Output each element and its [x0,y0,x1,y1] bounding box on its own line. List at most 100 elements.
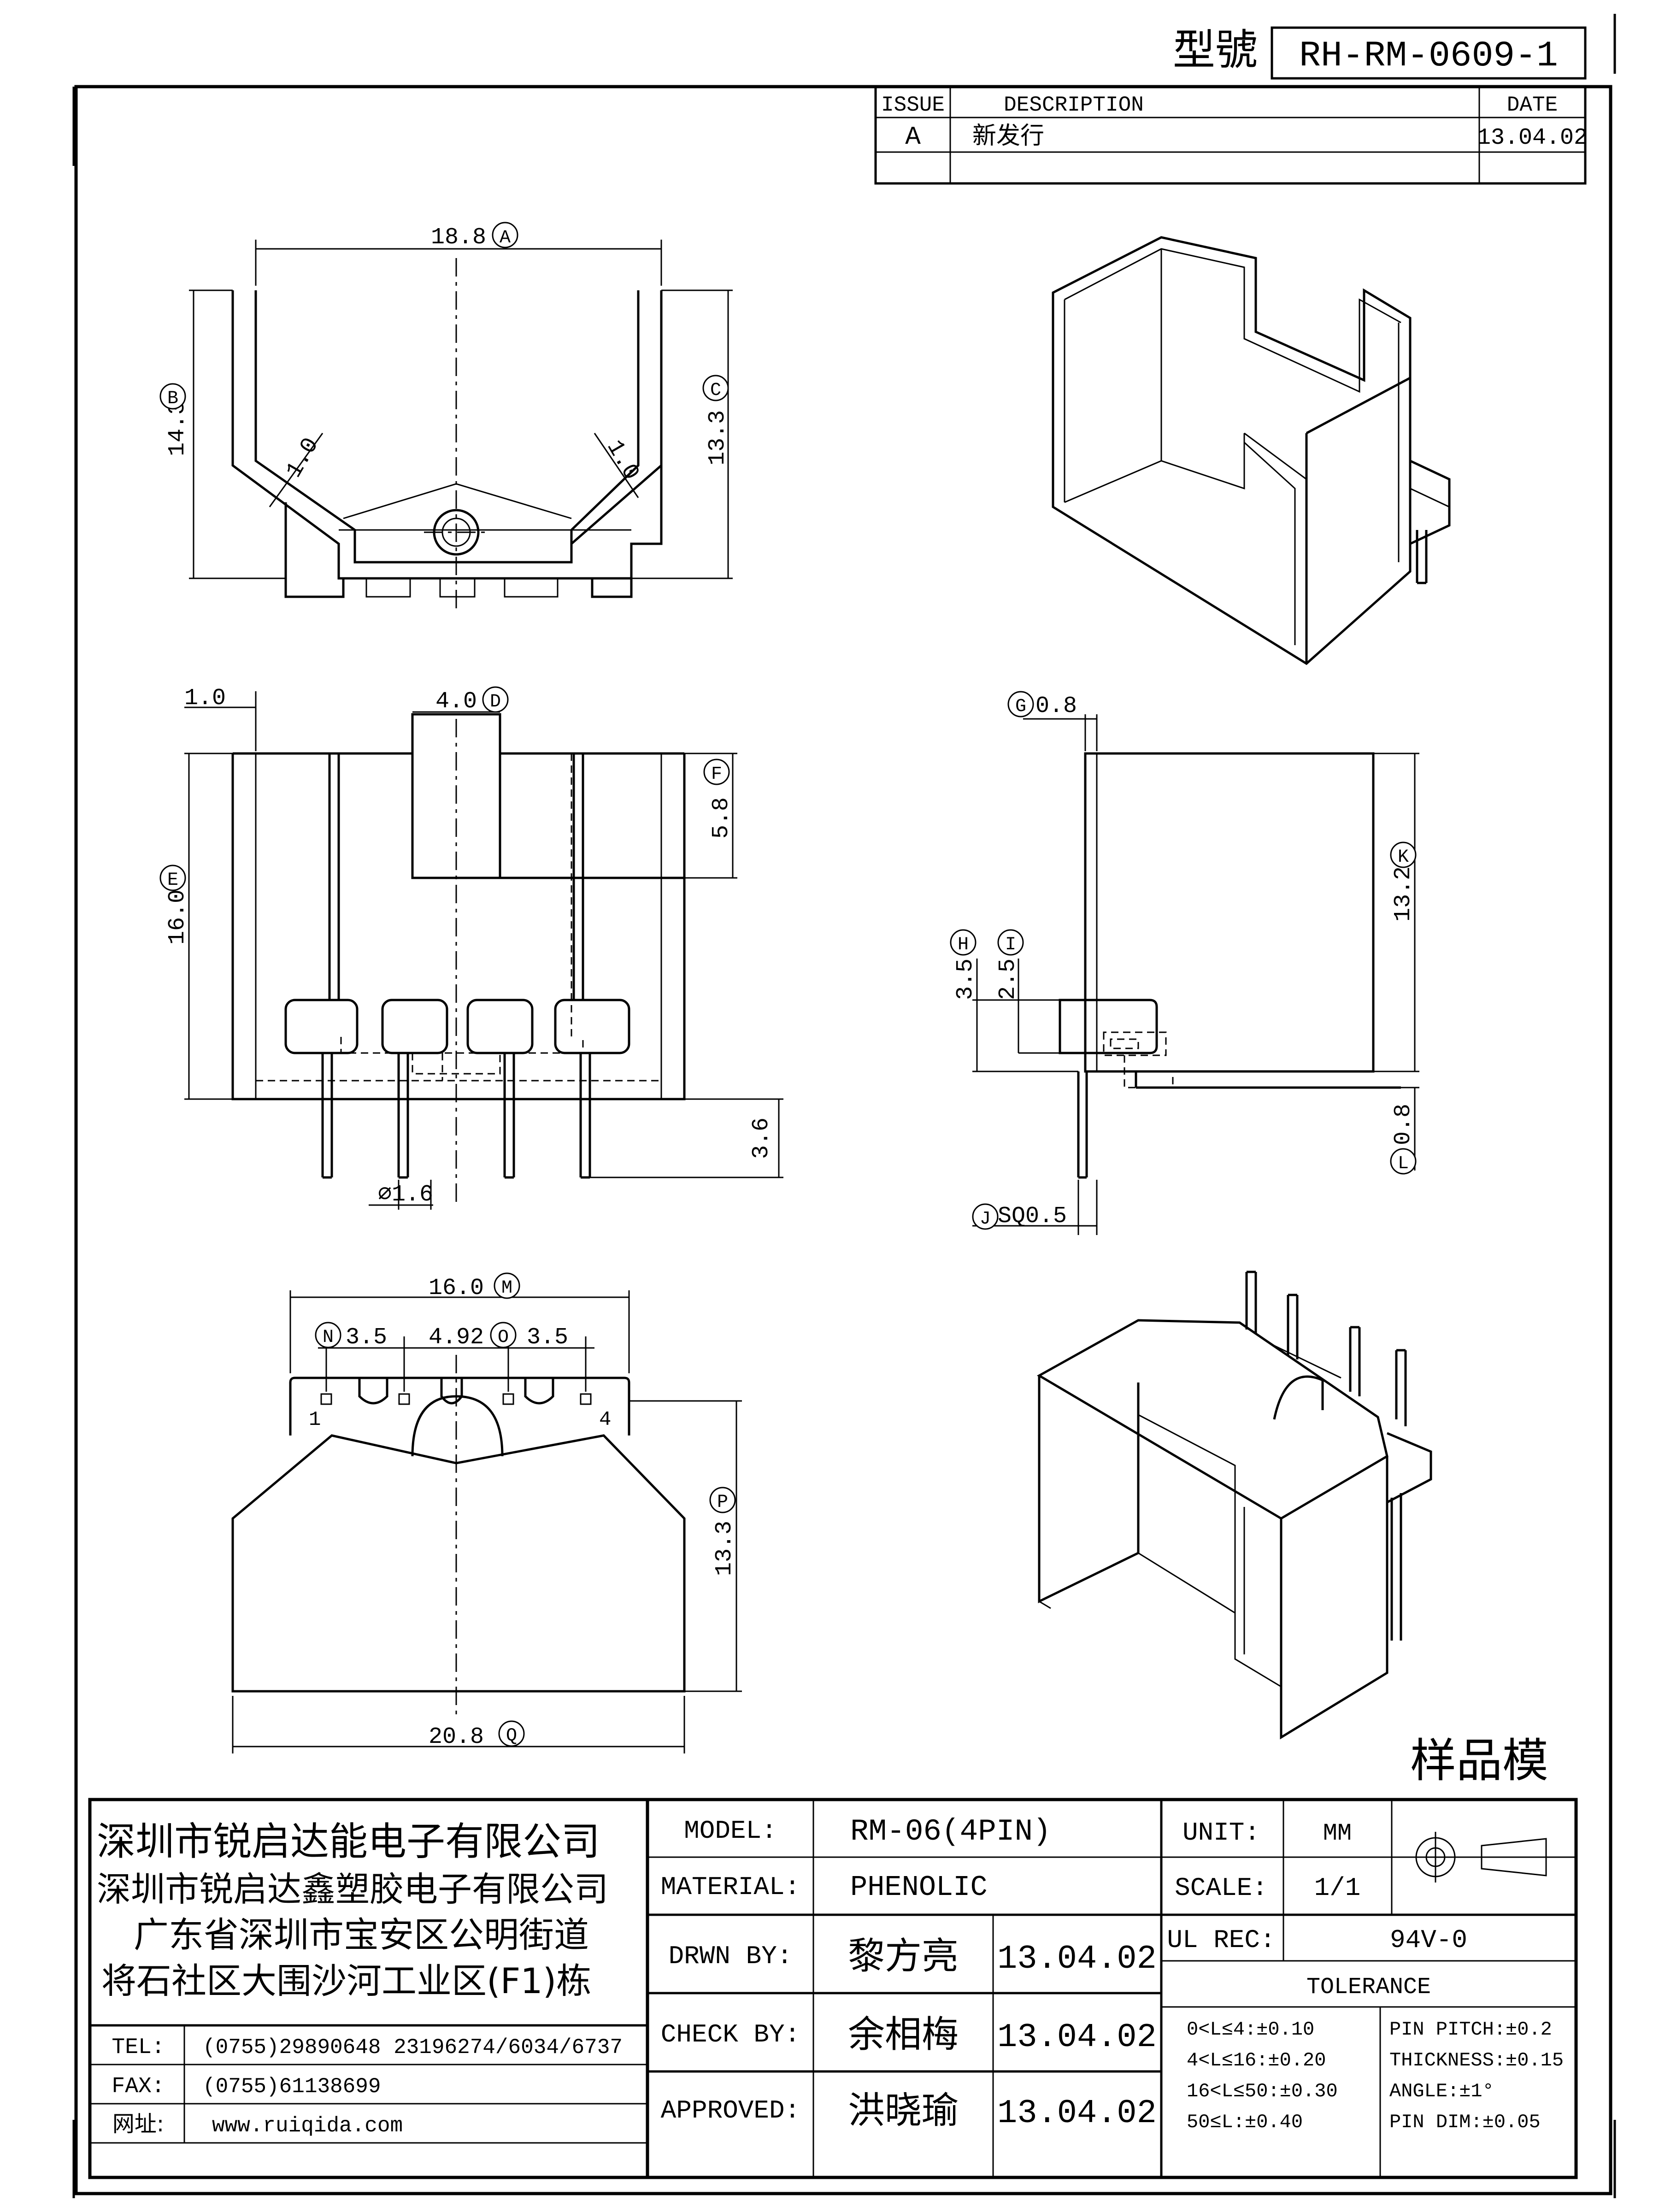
rev-col-description: DESCRIPTION [1004,93,1144,117]
tag-g: G [1015,696,1026,717]
tag-b: B [167,388,178,409]
dim-front-pin-dia: ⌀1.6 [378,1182,433,1208]
sheet-frame [72,14,1616,2198]
unit-label: UNIT: [1182,1818,1260,1847]
scale-value: 1/1 [1314,1873,1361,1903]
dim-bottom-pitch-left: 3.5 [346,1324,387,1351]
check-label: CHECK BY: [661,2020,800,2049]
tag-a: A [500,228,511,248]
model-value: RM-06(4PIN) [850,1814,1051,1849]
isometric-view-lower [1036,1271,1432,1740]
model-label: MODEL: [684,1816,777,1846]
spec-pin-dim: PIN DIM:±0.05 [1389,2111,1541,2133]
tolerance-4: 50≤L:±0.40 [1187,2111,1303,2133]
dim-bottom-height: 13.3 [712,1521,738,1576]
tag-p: P [717,1492,728,1513]
tag-k: K [1398,847,1409,868]
model-number: RH-RM-0609-1 [1299,36,1558,76]
dim-side-wall: 0.8 [1035,693,1077,719]
sample-stamp: 样品模 [1410,1734,1548,1788]
approved-by: 洪晓瑜 [848,2089,959,2132]
drawn-by: 黎方亮 [848,1935,959,1977]
tag-q: Q [506,1726,517,1747]
tel-label: TEL: [112,2035,165,2060]
top-view: 18.8 A 14.3 B 13.3 C 1.0 1.0 [159,222,733,608]
check-date: 13.04.02 [997,2018,1157,2056]
title-block: 深圳市锐启达能电子有限公司 深圳市锐启达鑫塑胶电子有限公司 广东省深圳市宝安区公… [88,1798,1578,2179]
tolerance-label: TOLERANCE [1306,1974,1431,2000]
dim-front-wall: 1.0 [184,685,226,712]
dim-side-bottom: 0.8 [1390,1104,1417,1145]
company-line-2: 深圳市锐启达鑫塑胶电子有限公司 [97,1870,608,1909]
tag-f: F [711,764,722,785]
dim-side-height: 13.2 [1390,866,1417,922]
spec-pin-pitch: PIN PITCH:±0.2 [1389,2018,1552,2041]
tel-value: (0755)29890648 23196274/6034/6737 [203,2036,623,2059]
front-view: 1.0 4.0 D 5.8 F 16.0 E 3.6 ⌀1.6 [159,685,783,1210]
dim-bottom-base-width: 20.8 [429,1724,484,1750]
tag-e: E [167,870,178,891]
dim-top-height-right: 13.3 [705,410,731,465]
pin-number-last: 4 [599,1408,611,1431]
projection-symbol-icon [1410,1832,1555,1883]
spec-thickness: THICKNESS:±0.15 [1389,2049,1564,2071]
tag-j: J [980,1209,991,1230]
approved-label: APPROVED: [661,2096,800,2125]
dim-bottom-pitch-mid: 4.92 [429,1324,484,1351]
drawn-label: DRWN BY: [669,1941,793,1971]
spec-angle: ANGLE:±1° [1389,2080,1494,2102]
dim-side-pin-square: SQ0.5 [998,1203,1067,1230]
rev-date: 13.04.02 [1477,125,1588,151]
web-label: 网址: [112,2111,164,2137]
tag-h: H [958,935,969,955]
rev-issue: A [905,122,921,152]
tag-m: M [501,1278,512,1299]
dim-side-base-height: 3.5 [953,959,979,1000]
ul-value: 94V-0 [1390,1925,1467,1955]
material-value: PHENOLIC [850,1871,988,1904]
tag-c: C [710,380,721,401]
pin-number-first: 1 [309,1408,321,1431]
tag-o: O [498,1327,509,1348]
dim-top-wall-left: 1.0 [281,434,324,482]
side-view: G 0.8 13.2 K 3.5 H 2.5 I 0.8 L J SQ0.5 [950,691,1419,1235]
unit-value: MM [1323,1820,1352,1847]
company-line-3: 广东省深圳市宝安区公明街道 [134,1914,589,1955]
dim-top-width: 18.8 [431,224,486,251]
dim-front-slot-depth: 5.8 [708,797,735,839]
model-number-box: 型號 RH-RM-0609-1 [1173,25,1587,80]
tolerance-1: 0<L≤4:±0.10 [1187,2018,1314,2041]
rev-description: 新发行 [972,122,1044,150]
model-number-label: 型號 [1173,25,1258,75]
fax-value: (0755)61138699 [203,2075,381,2099]
tag-l: L [1398,1153,1409,1174]
bottom-view: 1 4 16.0 M N 3.5 4.92 O 3.5 13.3 P 20.8 … [231,1272,742,1753]
tolerance-2: 4<L≤16:±0.20 [1187,2049,1326,2071]
dim-side-step-height: 2.5 [995,959,1021,1000]
dim-front-pin-length: 3.6 [748,1118,775,1159]
scale-label: SCALE: [1175,1873,1268,1903]
company-line-1: 深圳市锐启达能电子有限公司 [97,1819,600,1864]
rev-col-date: DATE [1507,93,1558,117]
revision-table: ISSUE DESCRIPTION DATE A 新发行 13.04.02 [874,85,1588,185]
rev-col-issue: ISSUE [881,93,945,117]
tag-i: I [1005,935,1016,955]
fax-label: FAX: [112,2074,165,2099]
dim-bottom-pitch-right: 3.5 [527,1324,568,1351]
drawn-date: 13.04.02 [997,1940,1157,1978]
company-line-4: 将石社区大围沙河工业区(F1)栋 [101,1960,591,2001]
web-value: www.ruiqida.com [212,2114,403,2138]
ul-label: UL REC: [1167,1925,1275,1955]
approved-date: 13.04.02 [997,2094,1157,2132]
dim-top-height-left: 14.3 [165,401,191,456]
dim-front-slot: 4.0 [435,688,477,715]
tag-n: N [323,1327,334,1348]
material-label: MATERIAL: [661,1872,800,1902]
dim-bottom-width: 16.0 [429,1275,484,1301]
dim-front-height: 16.0 [165,889,191,945]
tag-d: D [490,692,501,712]
tolerance-3: 16<L≤50:±0.30 [1187,2080,1338,2102]
check-by: 余相梅 [848,2013,959,2056]
isometric-view-upper [1052,236,1451,665]
